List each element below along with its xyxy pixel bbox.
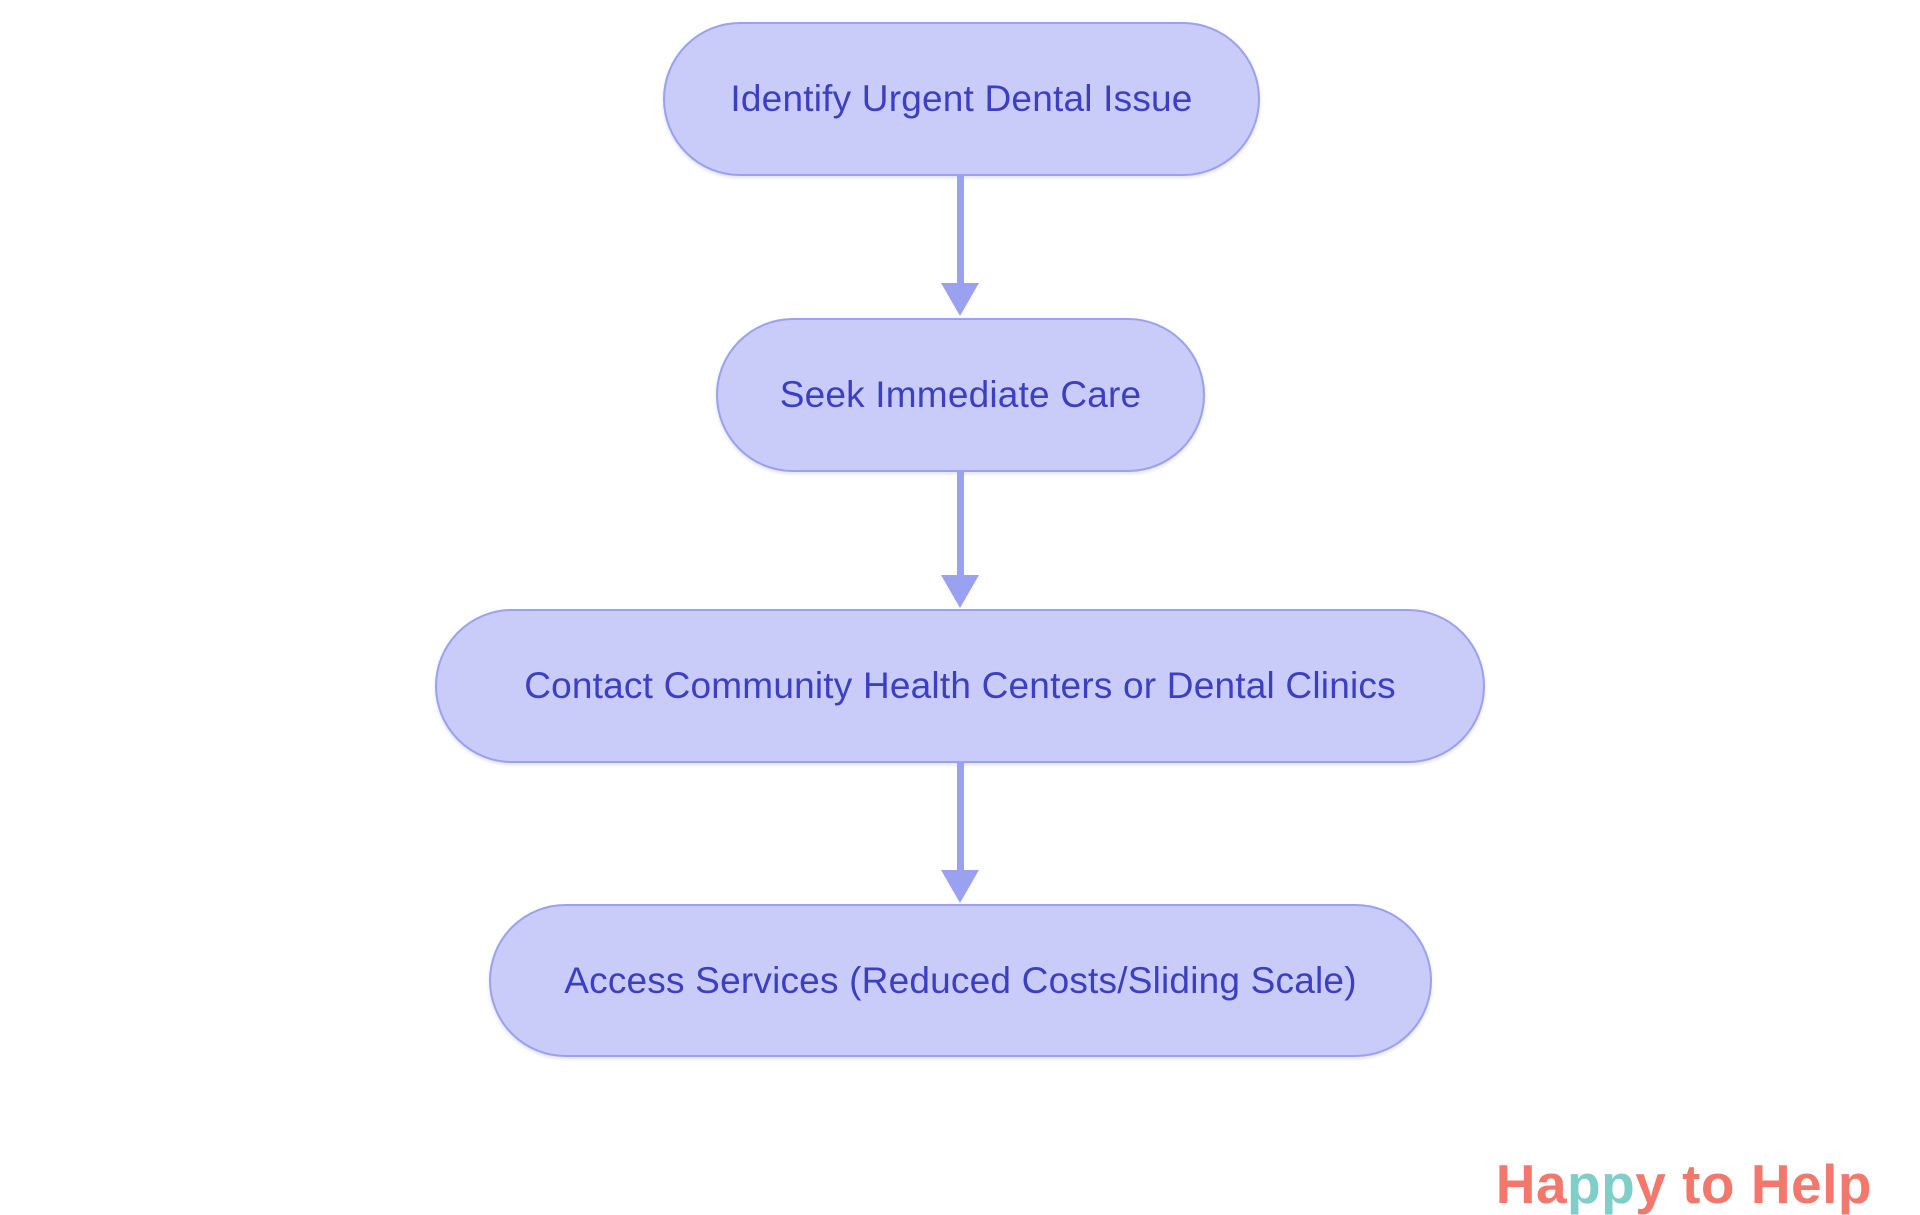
logo-text-pp: pp xyxy=(1567,1153,1636,1215)
flow-node-label: Seek Immediate Care xyxy=(779,374,1142,415)
flow-node-access-services: Access Services (Reduced Costs/Sliding S… xyxy=(489,904,1432,1057)
logo-text-y: y xyxy=(1635,1153,1667,1215)
flow-node-label: Access Services (Reduced Costs/Sliding S… xyxy=(564,959,1357,1001)
arrow-down-icon xyxy=(941,870,979,903)
arrow-line xyxy=(956,176,964,283)
arrow-line xyxy=(956,763,964,870)
arrow-down-icon xyxy=(941,575,979,608)
flow-node-contact-community-health-centers: Contact Community Health Centers or Dent… xyxy=(435,609,1485,763)
logo-text-help: Help xyxy=(1750,1153,1872,1215)
flow-node-label: Identify Urgent Dental Issue xyxy=(730,78,1193,119)
flow-node-identify-urgent-dental-issue: Identify Urgent Dental Issue xyxy=(663,22,1260,176)
arrow-down-icon xyxy=(941,283,979,316)
flow-node-seek-immediate-care: Seek Immediate Care xyxy=(716,318,1205,472)
arrow-line xyxy=(956,472,964,575)
flow-connector-3 xyxy=(941,763,979,903)
flow-connector-1 xyxy=(941,176,979,316)
flow-connector-2 xyxy=(941,472,979,608)
logo-text-to: to xyxy=(1666,1153,1751,1215)
logo-text-ha: Ha xyxy=(1495,1153,1568,1215)
flow-node-label: Contact Community Health Centers or Dent… xyxy=(524,665,1396,706)
